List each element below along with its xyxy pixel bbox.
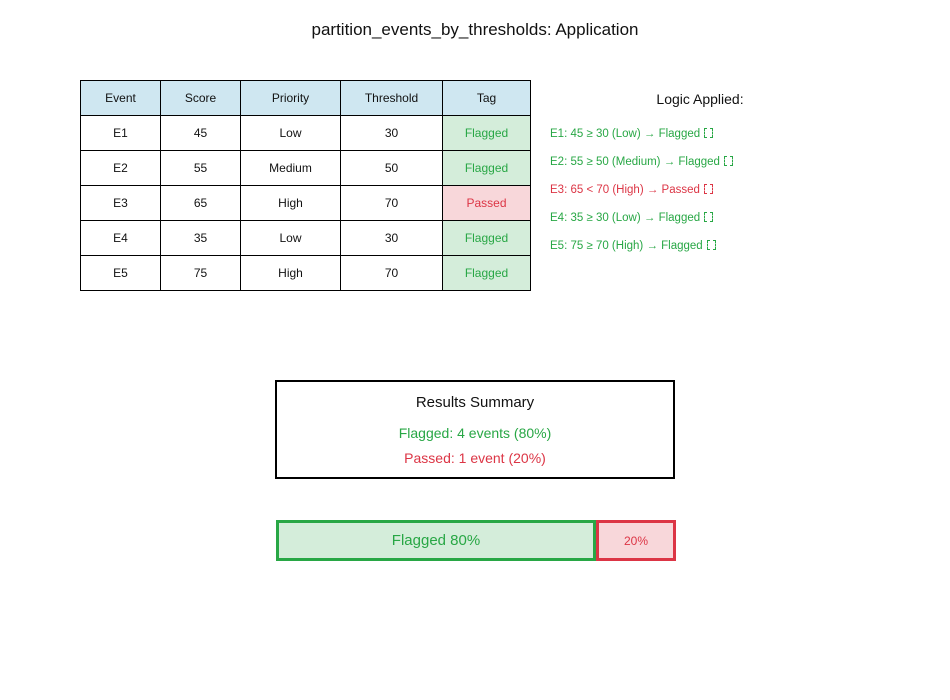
logic-line-text: E5: 75 ≥ 70 (High) → Flagged: [550, 240, 703, 252]
logic-line-e1: E1: 45 ≥ 30 (Low) → Flagged: [550, 127, 910, 141]
missing-glyph-box-icon: [704, 128, 714, 138]
logic-line-e2: E2: 55 ≥ 50 (Medium) → Flagged: [550, 155, 910, 169]
logic-line-text: E3: 65 < 70 (High) → Passed: [550, 184, 700, 196]
cell-tag: Passed: [442, 185, 531, 221]
missing-glyph-box-icon: [706, 240, 716, 250]
column-header-threshold: Threshold: [340, 80, 443, 116]
table-row: E4 35 Low 30 Flagged: [80, 220, 531, 256]
cell-tag: Flagged: [442, 150, 531, 186]
cell-score: 35: [160, 220, 241, 256]
bar-passed-segment: 20%: [596, 520, 676, 561]
column-header-score: Score: [160, 80, 241, 116]
cell-priority: High: [240, 185, 341, 221]
column-header-tag: Tag: [442, 80, 531, 116]
cell-priority: Medium: [240, 150, 341, 186]
cell-event: E5: [80, 255, 161, 291]
table-row: E2 55 Medium 50 Flagged: [80, 150, 531, 186]
cell-score: 55: [160, 150, 241, 186]
cell-threshold: 50: [340, 150, 443, 186]
results-summary-box: Results Summary Flagged: 4 events (80%) …: [275, 380, 675, 479]
summary-flagged-line: Flagged: 4 events (80%): [398, 425, 552, 441]
results-summary-heading: Results Summary: [415, 394, 535, 411]
table-row: E5 75 High 70 Flagged: [80, 255, 531, 291]
cell-priority: Low: [240, 220, 341, 256]
cell-score: 75: [160, 255, 241, 291]
logic-line-text: E1: 45 ≥ 30 (Low) → Flagged: [550, 128, 701, 140]
cell-threshold: 30: [340, 115, 443, 151]
cell-threshold: 30: [340, 220, 443, 256]
cell-event: E1: [80, 115, 161, 151]
missing-glyph-box-icon: [723, 156, 733, 166]
cell-score: 65: [160, 185, 241, 221]
cell-priority: High: [240, 255, 341, 291]
bar-flagged-segment: Flagged 80%: [276, 520, 596, 561]
table-header-row: Event Score Priority Threshold Tag: [80, 80, 531, 116]
bar-flagged-label: Flagged 80%: [391, 532, 481, 549]
cell-tag: Flagged: [442, 220, 531, 256]
cell-event: E4: [80, 220, 161, 256]
cell-priority: Low: [240, 115, 341, 151]
table-row: E1 45 Low 30 Flagged: [80, 115, 531, 151]
missing-glyph-box-icon: [703, 184, 713, 194]
cell-tag: Flagged: [442, 115, 531, 151]
missing-glyph-box-icon: [704, 212, 714, 222]
cell-score: 45: [160, 115, 241, 151]
cell-event: E3: [80, 185, 161, 221]
summary-passed-line: Passed: 1 event (20%): [404, 450, 546, 466]
logic-applied-heading: Logic Applied:: [656, 91, 744, 107]
events-table: Event Score Priority Threshold Tag E1 45…: [80, 80, 531, 291]
logic-line-e3: E3: 65 < 70 (High) → Passed: [550, 183, 910, 197]
table-row: E3 65 High 70 Passed: [80, 185, 531, 221]
logic-line-e4: E4: 35 ≥ 30 (Low) → Flagged: [550, 211, 910, 225]
column-header-priority: Priority: [240, 80, 341, 116]
cell-threshold: 70: [340, 185, 443, 221]
logic-line-text: E2: 55 ≥ 50 (Medium) → Flagged: [550, 156, 720, 168]
cell-threshold: 70: [340, 255, 443, 291]
logic-line-text: E4: 35 ≥ 30 (Low) → Flagged: [550, 212, 701, 224]
bar-passed-label: 20%: [623, 533, 649, 548]
page-title: partition_events_by_thresholds: Applicat…: [311, 20, 639, 39]
cell-event: E2: [80, 150, 161, 186]
stacked-bar: Flagged 80% 20%: [276, 520, 676, 561]
logic-line-e5: E5: 75 ≥ 70 (High) → Flagged: [550, 239, 910, 253]
cell-tag: Flagged: [442, 255, 531, 291]
column-header-event: Event: [80, 80, 161, 116]
